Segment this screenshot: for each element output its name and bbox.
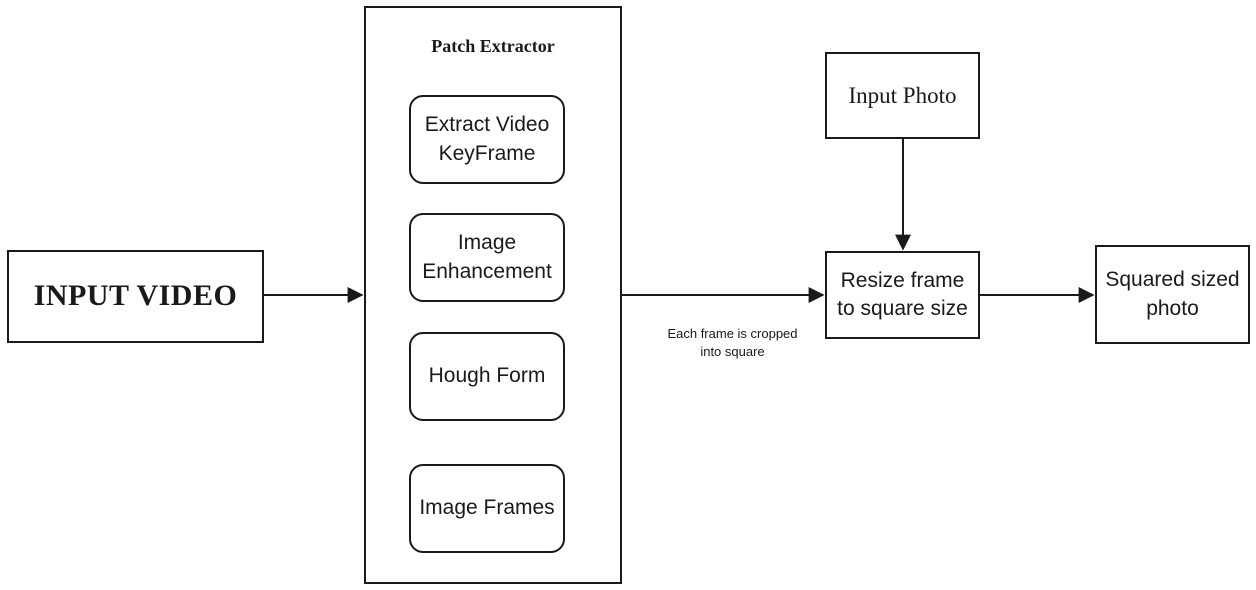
image-enhancement-node: Image Enhancement — [409, 213, 565, 302]
image-frames-label: Image Frames — [419, 496, 555, 520]
image-frames-node: Image Frames — [409, 464, 565, 553]
input-video-node: INPUT VIDEO — [7, 250, 264, 343]
squared-photo-label: Squared sized photo — [1105, 268, 1240, 320]
resize-frame-node: Resize frame to square size — [825, 251, 980, 339]
hough-form-node: Hough Form — [409, 332, 565, 421]
patch-extractor-title: Patch Extractor — [431, 36, 555, 56]
input-photo-node: Input Photo — [825, 52, 980, 139]
extract-keyframe-label: Extract Video KeyFrame — [424, 113, 550, 165]
edge-caption: Each frame is cropped into square — [667, 326, 798, 359]
input-photo-label: Input Photo — [848, 82, 957, 108]
resize-frame-label: Resize frame to square size — [837, 268, 968, 320]
squared-photo-node: Squared sized photo — [1095, 245, 1250, 344]
extract-keyframe-node: Extract Video KeyFrame — [409, 95, 565, 184]
input-video-label: INPUT VIDEO — [33, 279, 238, 313]
image-enhancement-label: Image Enhancement — [422, 231, 552, 283]
hough-form-label: Hough Form — [428, 364, 546, 388]
